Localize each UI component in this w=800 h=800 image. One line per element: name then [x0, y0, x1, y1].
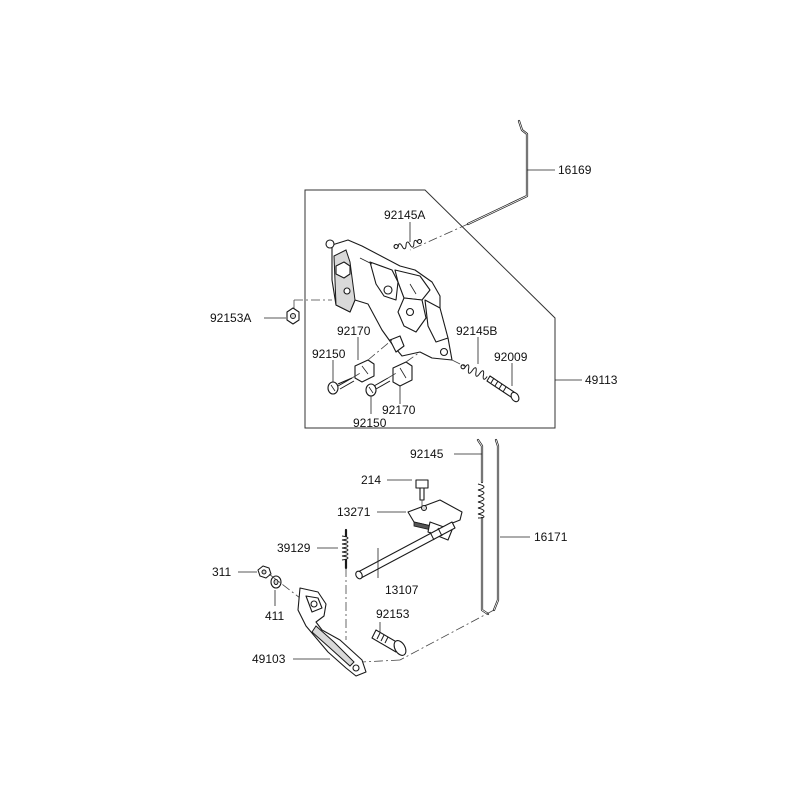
governor-shaft-13107 [355, 521, 456, 580]
part-label-92153: 92153 [376, 607, 410, 621]
assembly-frame-49113 [304, 189, 556, 429]
spring-rod-92145 [476, 438, 490, 616]
spring-39129 [341, 528, 349, 570]
part-label-92170-upper: 92170 [337, 324, 371, 338]
bolt-92009 [486, 375, 520, 403]
part-label-49103: 49103 [252, 652, 286, 666]
part-labels: 16169 92145A 92153A 92170 92145B 92150 9… [210, 163, 618, 666]
lever-bracket-13271 [407, 499, 463, 541]
spring-92145A [393, 238, 423, 250]
screw-92150-upper [327, 377, 355, 395]
bolt-92153 [371, 629, 407, 656]
part-label-13271: 13271 [337, 505, 371, 519]
part-label-92145: 92145 [410, 447, 444, 461]
part-label-214: 214 [361, 473, 381, 487]
washer-411 [270, 575, 282, 589]
part-label-92150-upper: 92150 [312, 347, 346, 361]
part-label-92170-lower: 92170 [382, 403, 416, 417]
rod-16169 [466, 119, 529, 226]
nut-on-plate [335, 261, 351, 279]
part-label-16171: 16171 [534, 530, 568, 544]
rod-16171 [492, 438, 500, 612]
part-label-13107: 13107 [385, 583, 419, 597]
part-label-92150-lower: 92150 [353, 416, 387, 430]
part-label-92145B: 92145B [456, 324, 497, 338]
clip-92170-lower [392, 361, 413, 387]
bolt-92153A [286, 307, 300, 325]
bolt-214 [415, 479, 429, 501]
part-label-39129: 39129 [277, 541, 311, 555]
part-label-311: 311 [212, 565, 231, 579]
spring-92145B [460, 364, 488, 380]
clip-92170-upper [354, 359, 375, 383]
part-label-92009: 92009 [494, 350, 528, 364]
nut-311 [257, 565, 272, 579]
screw-92150-lower [365, 377, 391, 397]
part-label-92145A: 92145A [384, 208, 425, 222]
part-label-92153A: 92153A [210, 311, 251, 325]
leader-lines [238, 169, 582, 660]
part-label-411: 411 [265, 609, 284, 623]
governor-bracket-49113 [325, 239, 453, 361]
part-label-16169: 16169 [558, 163, 592, 177]
control-lever-49103 [297, 587, 367, 677]
part-label-49113: 49113 [585, 373, 618, 387]
